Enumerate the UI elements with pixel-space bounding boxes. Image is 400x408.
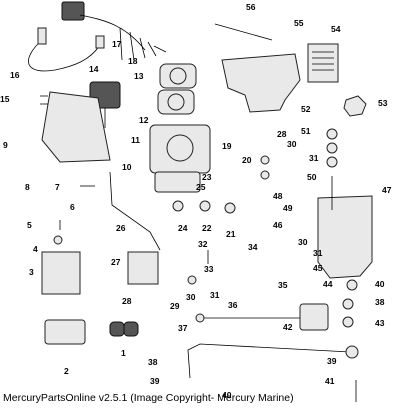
callout-42: 42: [283, 322, 293, 332]
callout-28b: 28: [277, 129, 287, 139]
part-nut-53: [343, 95, 367, 117]
callout-55: 55: [294, 18, 304, 28]
part-bracket-3: [41, 251, 81, 295]
callout-33: 33: [204, 264, 214, 274]
callout-25: 25: [196, 182, 206, 192]
callout-41: 41: [325, 376, 335, 386]
callout-34: 34: [248, 242, 258, 252]
callout-47: 47: [382, 185, 392, 195]
part-plate-47: [317, 195, 373, 279]
callout-15: 15: [0, 94, 10, 104]
callout-10: 10: [122, 162, 132, 172]
callout-31c: 31: [313, 248, 323, 258]
callout-31b: 31: [309, 153, 319, 163]
callout-46: 46: [273, 220, 283, 230]
callout-31: 31: [210, 290, 220, 300]
callout-30: 30: [186, 292, 196, 302]
callout-14: 14: [89, 64, 99, 74]
callout-36: 36: [228, 300, 238, 310]
callout-30b: 30: [287, 139, 297, 149]
callout-49: 49: [283, 203, 293, 213]
callout-28: 28: [122, 296, 132, 306]
part-arm-42: [299, 303, 329, 331]
part-link-38: [187, 343, 359, 379]
callout-4: 4: [33, 244, 38, 254]
callout-51: 51: [301, 126, 311, 136]
part-bracket-10: [41, 91, 111, 163]
callout-35: 35: [278, 280, 288, 290]
callout-19: 19: [222, 141, 232, 151]
part-rod-26: [109, 171, 161, 251]
part-plugs-1: [109, 321, 139, 337]
part-harness-17: [61, 1, 167, 61]
callout-21: 21: [226, 229, 236, 239]
callout-3: 3: [29, 267, 34, 277]
callout-29: 29: [170, 301, 180, 311]
callout-5: 5: [27, 220, 32, 230]
callout-40: 40: [222, 390, 232, 400]
callout-1: 1: [121, 348, 126, 358]
callout-17: 17: [112, 39, 122, 49]
callout-39b: 39: [327, 356, 337, 366]
part-label-54: [307, 43, 339, 83]
callout-18: 18: [128, 56, 138, 66]
callout-38b: 38: [375, 297, 385, 307]
copyright-footer: MercuryPartsOnline v2.5.1 (Image Copyrig…: [3, 392, 294, 404]
callout-38: 38: [148, 357, 158, 367]
callout-37: 37: [178, 323, 188, 333]
part-block-2: [44, 319, 86, 345]
part-bolts: [40, 95, 357, 402]
callout-2: 2: [64, 366, 69, 376]
callout-20: 20: [242, 155, 252, 165]
callout-24: 24: [178, 223, 188, 233]
part-bracket-27: [127, 251, 159, 285]
callout-53: 53: [378, 98, 388, 108]
callout-11: 11: [131, 135, 140, 145]
callout-22: 22: [202, 223, 212, 233]
callout-45: 45: [313, 263, 323, 273]
callout-23: 23: [202, 172, 212, 182]
callout-12: 12: [139, 115, 149, 125]
part-tie-56: [214, 23, 273, 41]
callout-9: 9: [3, 140, 8, 150]
callout-8: 8: [25, 182, 30, 192]
part-cover-55: [221, 53, 301, 113]
callout-26: 26: [116, 223, 126, 233]
part-washers: [53, 128, 358, 328]
callout-labels: 1 2 3 4 5 6 7 8 9 10 11 12 13 14 15 16 1…: [0, 2, 392, 400]
callout-52: 52: [301, 104, 311, 114]
part-gaskets-18: [157, 63, 197, 115]
callout-40b: 40: [375, 279, 385, 289]
callout-7: 7: [55, 182, 60, 192]
callout-6: 6: [70, 202, 75, 212]
callout-13: 13: [134, 71, 144, 81]
callout-27: 27: [111, 257, 121, 267]
callout-32: 32: [198, 239, 208, 249]
part-carburetor-19: [149, 124, 211, 193]
callout-48: 48: [273, 191, 283, 201]
callout-43: 43: [375, 318, 385, 328]
part-cable-16: [28, 27, 105, 72]
callout-30c: 30: [298, 237, 308, 247]
callout-16: 16: [10, 70, 20, 80]
callout-44: 44: [323, 279, 333, 289]
callout-56: 56: [246, 2, 256, 12]
callout-50: 50: [307, 172, 317, 182]
callout-39: 39: [150, 376, 160, 386]
callout-54: 54: [331, 24, 341, 34]
